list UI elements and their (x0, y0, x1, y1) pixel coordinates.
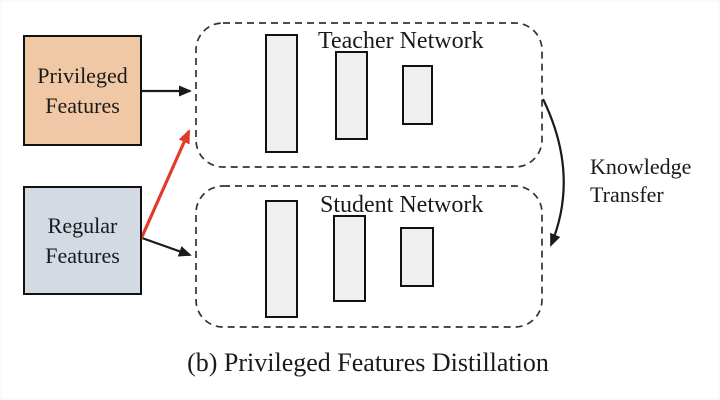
arrow-regular-to-teacher (139, 129, 191, 240)
student-layer-3 (400, 227, 434, 287)
privileged-features-label: Privileged Features (37, 63, 128, 118)
teacher-network-border (195, 22, 543, 168)
student-layer-1 (265, 200, 298, 318)
teacher-layer-1 (265, 34, 298, 153)
knowledge-transfer-arrow (542, 98, 565, 247)
arrow-regular-to-student (141, 236, 192, 257)
privileged-features-box: Privileged Features (23, 35, 142, 146)
teacher-layer-2 (335, 51, 368, 140)
knowledge-transfer-label: Knowledge Transfer (590, 154, 692, 207)
student-network-border (195, 185, 543, 328)
regular-features-box: Regular Features (23, 186, 142, 295)
teacher-network-label: Teacher Network (318, 28, 484, 54)
student-layer-2 (333, 215, 366, 302)
teacher-layer-3 (402, 65, 433, 125)
regular-features-label: Regular Features (45, 213, 120, 268)
student-network-label: Student Network (320, 192, 484, 218)
figure-caption: (b) Privileged Features Distillation (187, 348, 549, 377)
